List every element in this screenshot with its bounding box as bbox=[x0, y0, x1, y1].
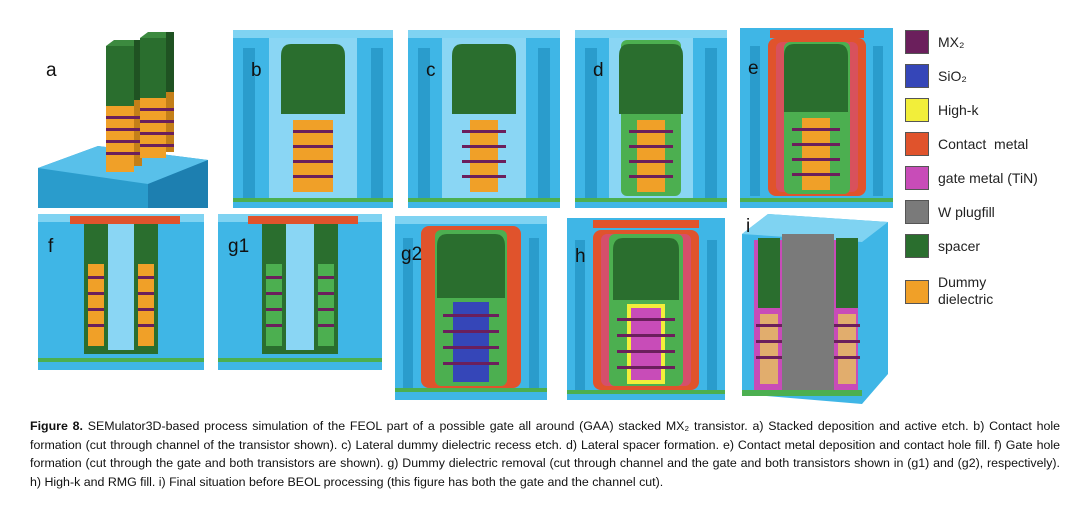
caption-text: SEMulator3D-based process simulation of … bbox=[30, 419, 1060, 489]
legend-swatch bbox=[905, 280, 929, 304]
panel-e-image bbox=[740, 28, 893, 208]
legend-swatch bbox=[905, 30, 929, 54]
panel-label: b bbox=[251, 60, 262, 82]
panel-b-image bbox=[233, 30, 393, 208]
panel-label: i bbox=[746, 216, 750, 238]
panel-label: c bbox=[426, 60, 436, 82]
legend-swatch bbox=[905, 132, 929, 156]
legend-swatch bbox=[905, 200, 929, 224]
panel-d-image bbox=[575, 30, 727, 208]
panel-a-image bbox=[38, 28, 208, 208]
panel-e: e bbox=[740, 28, 893, 208]
panel-label: e bbox=[748, 58, 759, 80]
legend-label: MX₂ bbox=[938, 34, 964, 51]
panel-h: h bbox=[567, 218, 725, 400]
legend-label: spacer bbox=[938, 238, 980, 255]
panel-label: a bbox=[46, 60, 57, 82]
legend-swatch bbox=[905, 64, 929, 88]
panel-label: g2 bbox=[401, 244, 422, 266]
panel-i: i bbox=[742, 214, 888, 404]
legend-swatch bbox=[905, 98, 929, 122]
panel-d: d bbox=[575, 30, 727, 208]
panel-f-image bbox=[38, 214, 204, 370]
panel-g2: g2 bbox=[395, 216, 547, 400]
panel-label: g1 bbox=[228, 236, 249, 258]
panel-g1: g1 bbox=[218, 214, 382, 370]
panel-h-image bbox=[567, 218, 725, 400]
panel-b: b bbox=[233, 30, 393, 208]
figure-caption: Figure 8. SEMulator3D-based process simu… bbox=[30, 417, 1060, 491]
figure-label: Figure 8. bbox=[30, 419, 83, 433]
legend-label: gate metal (TiN) bbox=[938, 170, 1038, 187]
legend-swatch bbox=[905, 234, 929, 258]
panel-a: a bbox=[38, 28, 208, 208]
panel-i-image bbox=[742, 214, 888, 404]
legend-label: SiO₂ bbox=[938, 68, 967, 85]
legend-label: W plugfill bbox=[938, 204, 995, 221]
panel-label: f bbox=[48, 236, 53, 258]
legend-swatch bbox=[905, 166, 929, 190]
panel-label: h bbox=[575, 246, 586, 268]
panel-label: d bbox=[593, 60, 604, 82]
legend-label: Contact metal bbox=[938, 136, 1028, 153]
panel-f: f bbox=[38, 214, 204, 370]
panel-c-image bbox=[408, 30, 560, 208]
legend-label: High-k bbox=[938, 102, 978, 119]
panel-c: c bbox=[408, 30, 560, 208]
legend-label: Dummy dielectric bbox=[938, 274, 1018, 308]
